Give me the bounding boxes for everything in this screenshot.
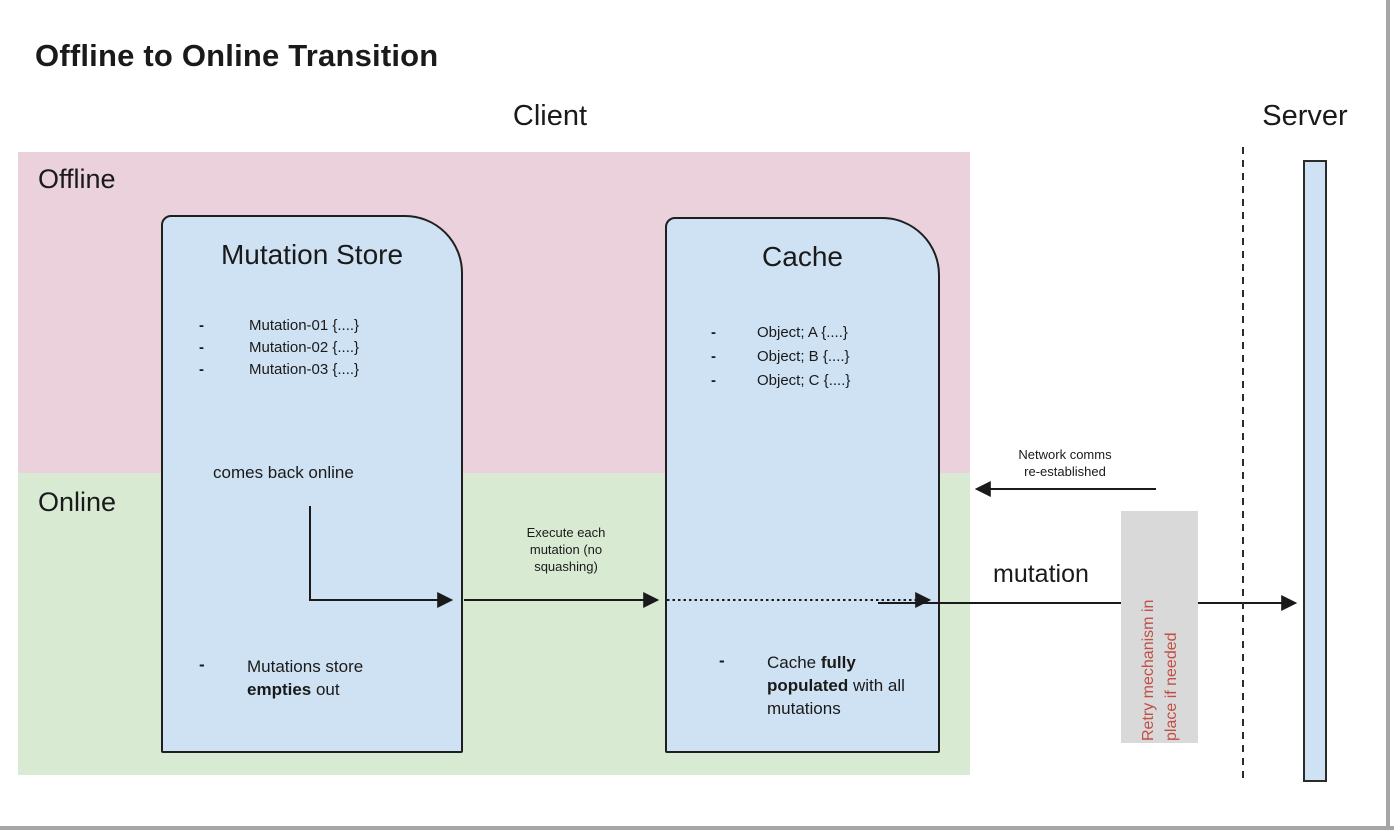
mutation-store-title: Mutation Store <box>220 239 404 270</box>
cache-title: Cache <box>762 241 843 272</box>
client-label: Client <box>512 100 588 132</box>
bullet-dash: - <box>199 361 204 378</box>
execute-label: Execute each mutation (no squashing) <box>526 525 606 574</box>
list-item: - Object; A {....} <box>711 324 848 348</box>
retry-box: Retry mechanism in place if needed <box>1121 511 1198 743</box>
bullet-dash: - <box>711 324 716 341</box>
server-rect <box>1303 160 1327 782</box>
network-label: Network comms re-established <box>1018 447 1112 479</box>
cache-note: - Cache fully populated with all mutatio… <box>719 651 905 718</box>
comes-back-online-label: comes back online <box>213 463 354 482</box>
list-item: - Mutation-03 {....} <box>199 361 359 383</box>
diagram-title: Offline to Online Transition <box>35 38 439 73</box>
cache-box: Cache - Object; A {....} - Object; B {..… <box>665 217 940 753</box>
bullet-dash: - <box>711 348 716 365</box>
bullet-dash: - <box>199 317 204 334</box>
mutation-store-note: - Mutations store empties out <box>199 655 364 699</box>
bullet-dash: - <box>199 339 204 356</box>
frame-right-border <box>1386 0 1390 830</box>
list-item: - Object; C {....} <box>711 372 850 396</box>
mutation-label: mutation <box>993 560 1089 588</box>
online-label: Online <box>38 487 117 517</box>
mutation-store-box: Mutation Store - Mutation-01 {....} - Mu… <box>161 215 463 753</box>
frame-bottom-border <box>0 826 1394 830</box>
server-label: Server <box>1262 100 1348 132</box>
list-item: - Mutation-02 {....} <box>199 339 359 361</box>
bullet-dash: - <box>711 372 716 389</box>
bullet-dash: - <box>199 655 205 674</box>
list-item: - Mutation-01 {....} <box>199 317 359 339</box>
offline-label: Offline <box>38 164 116 194</box>
bullet-dash: - <box>719 651 725 670</box>
retry-label: Retry mechanism in place if needed <box>1139 599 1180 741</box>
list-item: - Object; B {....} <box>711 348 850 372</box>
